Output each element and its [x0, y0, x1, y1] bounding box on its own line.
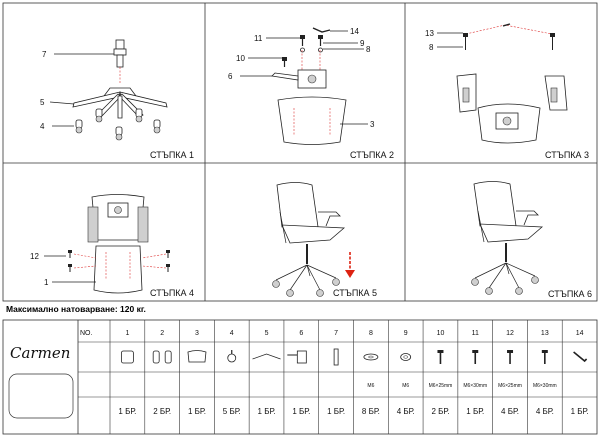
part-number: 3 [195, 330, 199, 337]
bolt-icon [472, 350, 479, 364]
mechanism-illustration [271, 69, 327, 89]
step-2-panel: 11 14 9 8 10 6 3 СТЪПКА 2 [228, 27, 394, 160]
part-number: 10 [437, 330, 445, 337]
part-spec: M6×30mm [463, 383, 487, 389]
armrests-illustration [456, 73, 568, 113]
part-number: 2 [160, 330, 164, 337]
part-quantity: 1 БР. [571, 407, 589, 416]
part-number: 5 [265, 330, 269, 337]
step-2-title: СТЪПКА 2 [350, 150, 394, 160]
step3-callout-0: 13 [425, 29, 434, 38]
panel-grid [2, 2, 598, 302]
step2-callout-2: 9 [360, 39, 365, 48]
step-5-panel: СТЪПКА 5 [272, 182, 377, 298]
gas-lift-icon [333, 348, 339, 366]
step-6-title: СТЪПКА 6 [548, 289, 592, 299]
brand-name: Carmen [10, 344, 70, 362]
assembled-chair-illustration [272, 182, 346, 297]
caster-wheels-illustration [75, 108, 161, 141]
step-5-title: СТЪПКА 5 [333, 288, 377, 298]
part-quantity: 1 БР. [292, 407, 310, 416]
screws-illustration [282, 35, 323, 67]
part-quantity: 1 БР. [188, 407, 206, 416]
seat-illustration [93, 245, 143, 294]
step-1-panel: 7 5 4 СТЪПКА 1 [40, 39, 194, 160]
part-number: 6 [299, 330, 303, 337]
step-3-title: СТЪПКА 3 [545, 150, 589, 160]
screws-illustration [68, 250, 170, 272]
part-spec: M6×25mm [429, 383, 453, 389]
gas-lift-illustration [113, 39, 127, 68]
mechanism-icon [287, 350, 307, 364]
backrest-illustration [87, 194, 149, 243]
part-number: 13 [541, 330, 549, 337]
caster-icon [227, 350, 237, 363]
part-quantity: 4 БР. [501, 407, 519, 416]
step-4-panel: 12 1 СТЪПКА 4 [30, 194, 194, 298]
part-number: 11 [472, 330, 479, 337]
part-quantity: 4 БР. [536, 407, 554, 416]
armrests-icon [152, 350, 172, 364]
part-quantity: 1 БР. [327, 407, 345, 416]
part-quantity: 1 БР. [258, 407, 276, 416]
part-spec: M6 [367, 383, 374, 389]
star-base-illustration [72, 87, 168, 119]
step2-callout-1: 14 [350, 27, 359, 36]
seat-plate-illustration [277, 96, 347, 145]
part-quantity: 8 БР. [362, 407, 380, 416]
step4-callout-0: 12 [30, 252, 39, 261]
washer-icon [363, 353, 379, 361]
seat-plate-illustration [477, 103, 541, 144]
part-number: 7 [334, 330, 338, 337]
step2-callout-0: 11 [254, 34, 263, 43]
hex-key-illustration [312, 27, 331, 33]
bolt-icon [507, 350, 514, 364]
part-number: 4 [230, 330, 234, 337]
part-spec: M6×25mm [498, 383, 522, 389]
step1-callout-2: 4 [40, 122, 45, 131]
spring-washer-icon [400, 353, 412, 361]
step1-callout-1: 5 [40, 98, 45, 107]
part-number: 1 [125, 330, 129, 337]
parts-table: NO. Carmen 1 1 БР. 2 2 БР. 3 1 БР. 4 5 БР. 5 1 БР… [2, 319, 598, 435]
seat-icon [120, 350, 134, 364]
step2-callout-6: 3 [370, 120, 375, 129]
table-header-no: NO. [80, 330, 93, 337]
bolt-icon [541, 350, 548, 364]
step2-callout-5: 6 [228, 72, 233, 81]
part-number: 9 [404, 330, 408, 337]
bolt-icon [437, 350, 444, 364]
max-load-note: Максимално натоварване: 120 кг. [6, 304, 146, 314]
step4-callout-1: 1 [44, 278, 49, 287]
part-quantity: 1 БР. [118, 407, 136, 416]
step3-callout-1: 8 [429, 43, 434, 52]
part-quantity: 2 БР. [153, 407, 171, 416]
finished-chair-illustration [471, 181, 544, 295]
press-down-arrow-icon [345, 252, 355, 278]
step-4-title: СТЪПКА 4 [150, 288, 194, 298]
backrest-icon [187, 350, 207, 363]
part-quantity: 4 БР. [397, 407, 415, 416]
step-1-title: СТЪПКА 1 [150, 150, 194, 160]
part-number: 12 [506, 330, 514, 337]
part-number: 8 [369, 330, 373, 337]
product-placeholder-box [8, 373, 74, 419]
step2-callout-4: 10 [236, 54, 245, 63]
base-icon [252, 353, 281, 360]
step-6-panel: СТЪПКА 6 [471, 181, 592, 299]
step1-callout-0: 7 [42, 50, 47, 59]
part-quantity: 5 БР. [223, 407, 241, 416]
part-quantity: 1 БР. [466, 407, 484, 416]
step2-callout-3: 8 [366, 45, 371, 54]
hex-key-icon [573, 351, 588, 363]
part-number: 14 [576, 330, 584, 337]
part-spec: M6 [402, 383, 409, 389]
part-spec: M6×30mm [533, 383, 557, 389]
screws-illustration [463, 33, 555, 50]
part-quantity: 2 БР. [431, 407, 449, 416]
step-3-panel: 13 8 СТЪПКА 3 [425, 23, 589, 160]
